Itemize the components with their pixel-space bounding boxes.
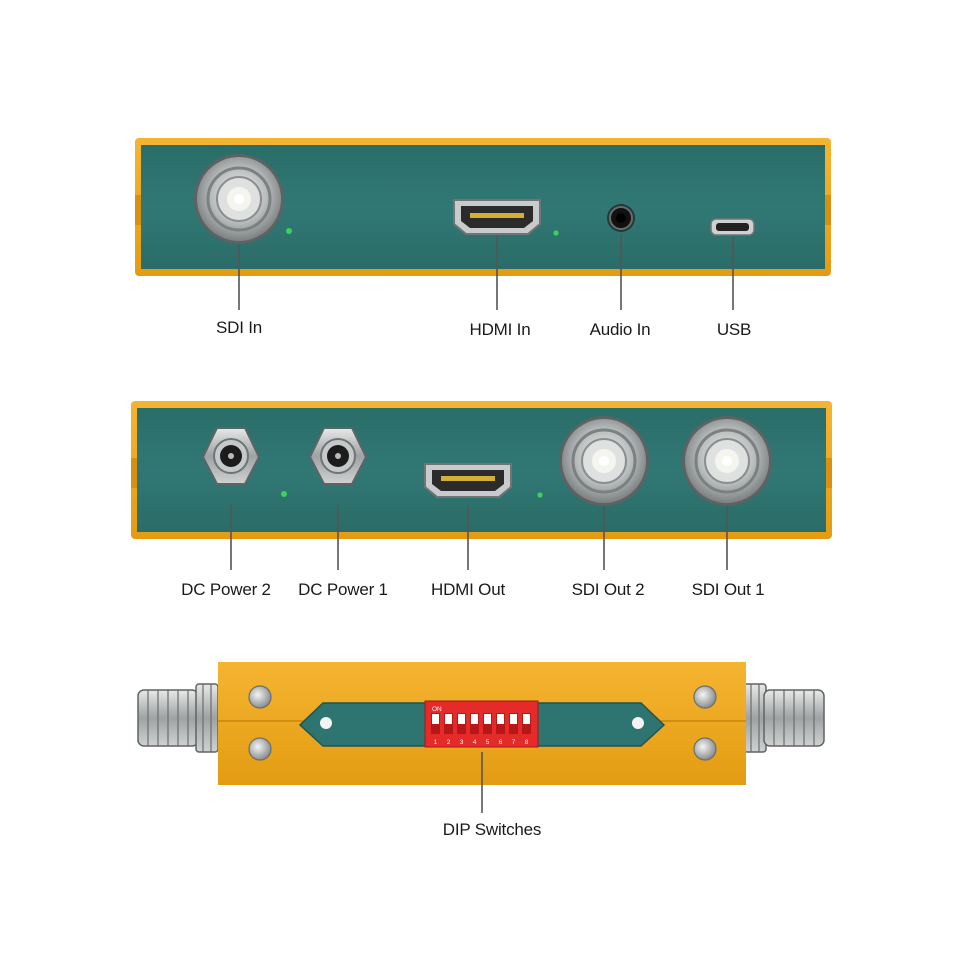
sdi-in-connector — [194, 154, 284, 244]
right-bnc-plug — [743, 683, 825, 753]
dip-switch-number: 2 — [447, 739, 451, 746]
screw-icon — [693, 737, 717, 761]
label-audio-in: Audio In — [589, 320, 651, 339]
label-dc-power-2: DC Power 2 — [181, 580, 271, 599]
dip-switch-lever[interactable] — [432, 714, 439, 724]
dip-switch-block: ON 1 2 3 4 5 6 7 8 — [424, 700, 539, 748]
label-usb: USB — [716, 320, 752, 339]
dip-switch-number: 8 — [525, 739, 529, 746]
dip-on-label: ON — [432, 706, 442, 713]
dip-switch-lever[interactable] — [458, 714, 465, 724]
hdmi-out-led — [537, 492, 543, 498]
sdi-out-2-connector — [559, 416, 649, 506]
middle-panel — [131, 401, 832, 539]
power-led — [281, 491, 287, 497]
screw-icon — [693, 685, 717, 709]
bottom-panel: ON 1 2 3 4 5 6 7 8 — [137, 662, 825, 785]
dip-switch-number: 7 — [512, 739, 516, 746]
label-hdmi-out: HDMI Out — [431, 580, 505, 599]
dip-switch-number: 3 — [460, 739, 464, 746]
label-dip-switches: DIP Switches — [442, 820, 542, 839]
dip-switch-number: 5 — [486, 739, 490, 746]
label-sdi-in: SDI In — [215, 318, 263, 337]
window-hole-right — [632, 717, 644, 729]
sdi-in-led — [286, 228, 292, 234]
dip-switch-lever[interactable] — [471, 714, 478, 724]
dc-power-2-jack — [201, 427, 261, 485]
screw-icon — [248, 737, 272, 761]
hdmi-out-port — [424, 463, 512, 498]
label-dc-power-1: DC Power 1 — [298, 580, 388, 599]
screw-icon — [248, 685, 272, 709]
screws — [248, 685, 717, 761]
hdmi-in-led — [553, 230, 559, 236]
left-bnc-plug — [137, 683, 219, 753]
label-sdi-out-1: SDI Out 1 — [691, 580, 765, 599]
top-panel-leaders — [238, 234, 734, 310]
dip-switch-number: 4 — [473, 739, 477, 746]
dip-switch-number: 1 — [434, 739, 438, 746]
dip-switch-number: 6 — [499, 739, 503, 746]
top-panel — [135, 138, 831, 276]
sdi-out-1-connector — [682, 416, 772, 506]
dip-switch-lever[interactable] — [497, 714, 504, 724]
label-hdmi-in: HDMI In — [469, 320, 531, 339]
hdmi-in-port — [453, 199, 541, 235]
usb-port — [710, 218, 755, 236]
label-sdi-out-2: SDI Out 2 — [571, 580, 645, 599]
window-hole-left — [320, 717, 332, 729]
dip-switch-lever[interactable] — [510, 714, 517, 724]
dip-switch-lever[interactable] — [523, 714, 530, 724]
dip-switch-lever[interactable] — [445, 714, 452, 724]
audio-in-jack — [607, 204, 635, 232]
middle-panel-leaders — [230, 505, 728, 570]
dip-switch-lever[interactable] — [484, 714, 491, 724]
dc-power-1-jack — [308, 427, 368, 485]
